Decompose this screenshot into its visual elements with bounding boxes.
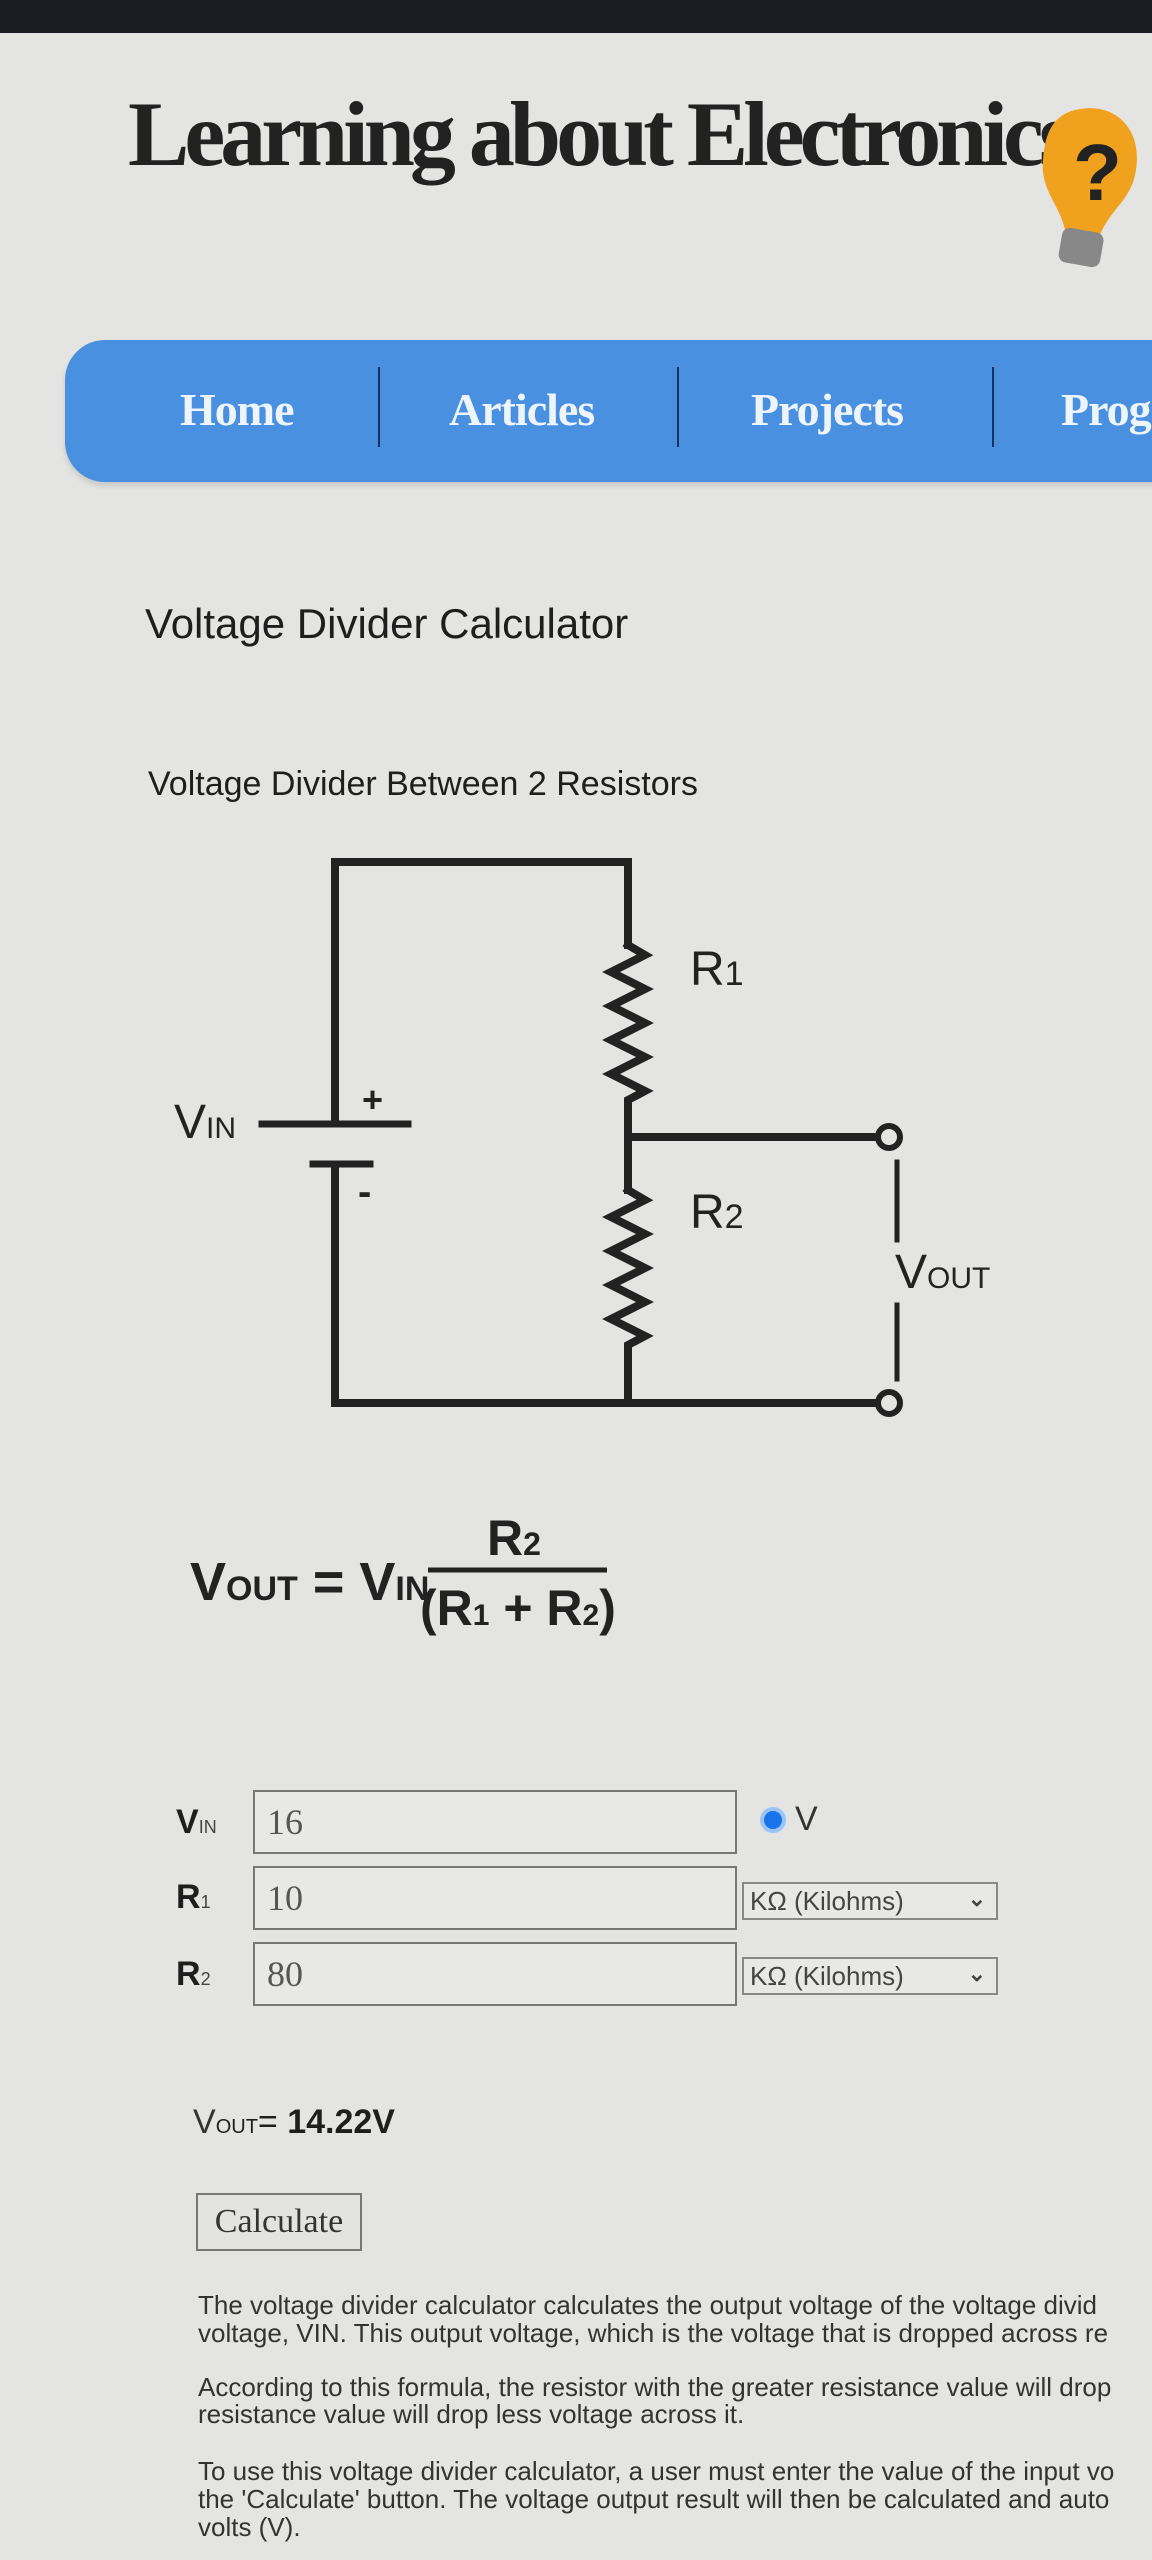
nav-divider (677, 367, 679, 447)
description-line: voltage, VIN. This output voltage, which… (198, 2318, 1109, 2348)
section-subtitle: Voltage Divider Between 2 Resistors (148, 765, 698, 803)
nav-programs[interactable]: Prog (1061, 384, 1152, 435)
site-title[interactable]: Learning about Electronics (128, 83, 1075, 185)
terminal-bottom (875, 1389, 903, 1417)
wire-top (331, 858, 632, 949)
browser-top-bar (0, 0, 1152, 33)
unit-v-radio[interactable] (760, 1807, 786, 1833)
r1-field-label: R1 (176, 1878, 211, 1916)
description-line: the 'Calculate' button. The voltage outp… (198, 2484, 1110, 2514)
r2-label: R2 (690, 1186, 744, 1239)
description-line: The voltage divider calculator calculate… (198, 2290, 1097, 2320)
r2-input[interactable] (253, 1942, 737, 2006)
svg-text:R2: R2 (487, 1510, 541, 1566)
calculate-button[interactable]: Calculate (196, 2193, 362, 2251)
description-line: volts (V). (198, 2512, 301, 2542)
terminal-top (875, 1123, 903, 1151)
resistor-r2 (602, 1184, 654, 1407)
vout-result: VOUT= 14.22V (193, 2103, 395, 2141)
vout-label: VOUT (895, 1246, 990, 1299)
nav-home[interactable]: Home (180, 384, 295, 435)
r1-unit-select[interactable]: KΩ (Kilohms) ⌄ (742, 1882, 998, 1920)
description-line: According to this formula, the resistor … (198, 2372, 1112, 2402)
description-line: To use this voltage divider calculator, … (198, 2456, 1115, 2486)
svg-text:(R1 + R2): (R1 + R2) (420, 1580, 616, 1636)
r2-unit-value: KΩ (Kilohms) (750, 1961, 904, 1991)
wire-left-bottom (331, 1162, 884, 1407)
unit-v-label: V (795, 1800, 818, 1838)
battery-minus: - (358, 1170, 371, 1214)
nav-divider (378, 367, 380, 447)
description-line: resistance value will drop less voltage … (198, 2399, 745, 2429)
battery-plus: + (362, 1079, 383, 1120)
vout-value: 14.22V (287, 2103, 395, 2141)
r1-label: R1 (690, 943, 744, 996)
nav-projects[interactable]: Projects (751, 384, 904, 435)
r1-unit-value: KΩ (Kilohms) (750, 1886, 904, 1916)
main-nav: Home Articles Projects Prog (65, 340, 1152, 482)
nav-divider (992, 367, 994, 447)
lightbulb-question-icon: ? (1042, 108, 1137, 268)
chevron-down-icon: ⌄ (967, 1886, 986, 1911)
voltage-divider-formula: VOUT = VIN R2 (R1 + R2) (190, 1510, 616, 1636)
chevron-down-icon: ⌄ (967, 1961, 986, 1986)
r2-field-label: R2 (176, 1955, 211, 1993)
page-title: Voltage Divider Calculator (145, 600, 629, 647)
svg-text:?: ? (1073, 128, 1122, 217)
r1-input[interactable] (253, 1866, 737, 1930)
voltage-divider-diagram: + - VIN R1 R2 VOUT VOUT = VIN R2 (R1 + R… (174, 858, 990, 1636)
resistor-r1 (602, 939, 654, 1194)
nav-articles[interactable]: Articles (449, 384, 595, 435)
r2-unit-select[interactable]: KΩ (Kilohms) ⌄ (742, 1957, 998, 1995)
vin-field-label: VIN (176, 1803, 217, 1841)
vin-label: VIN (174, 1096, 236, 1149)
vin-input[interactable] (253, 1790, 737, 1854)
svg-text:VOUT = VIN: VOUT = VIN (190, 1552, 429, 1612)
